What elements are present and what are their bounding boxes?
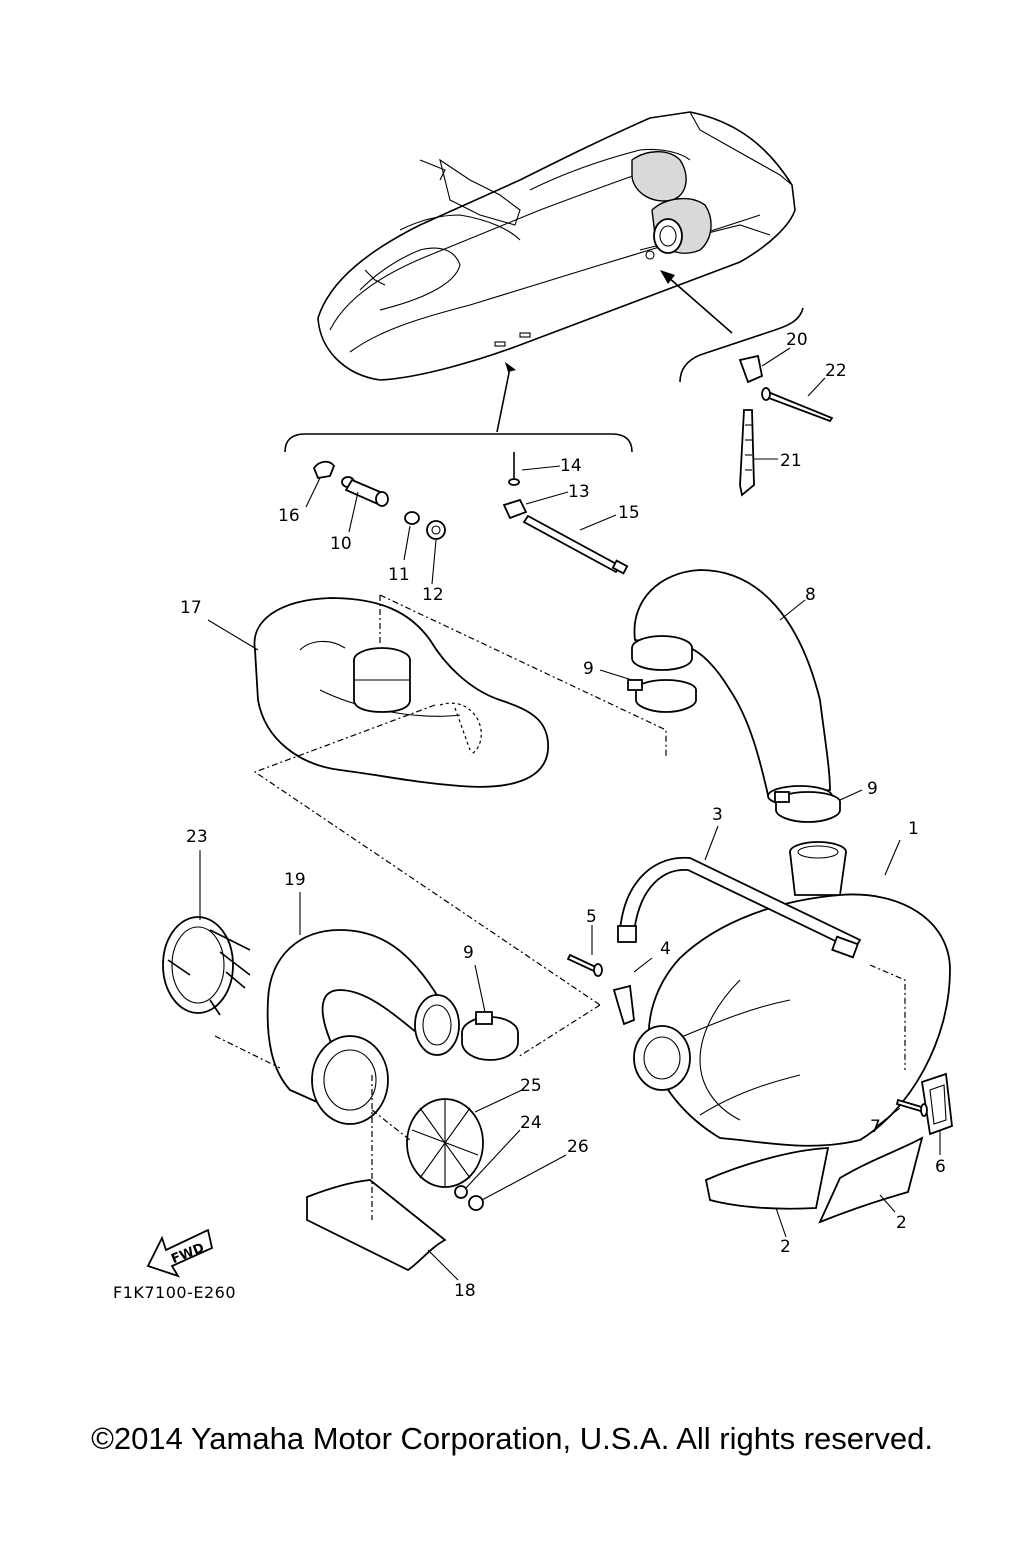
fwd-arrow-icon: FWD bbox=[146, 1228, 214, 1278]
part-23-flange bbox=[162, 916, 251, 1016]
label-24: 24 bbox=[520, 1113, 542, 1133]
part-20-holder bbox=[738, 354, 764, 384]
label-15: 15 bbox=[618, 503, 640, 523]
leader-lines bbox=[199, 347, 941, 1281]
part-26-nut bbox=[468, 1195, 484, 1211]
exhaust-highlight bbox=[631, 151, 712, 254]
label-9-upper: 9 bbox=[583, 659, 594, 679]
part-14-rivet bbox=[508, 452, 520, 486]
label-8: 8 bbox=[805, 585, 816, 605]
part-25-gasket bbox=[406, 1098, 484, 1188]
part-9-clamp-upper bbox=[627, 679, 697, 713]
assembly-lines bbox=[214, 594, 906, 1220]
part-17-chamber bbox=[253, 597, 549, 788]
part-7-screw bbox=[895, 1098, 928, 1117]
label-26: 26 bbox=[567, 1137, 589, 1157]
label-17: 17 bbox=[180, 598, 202, 618]
label-12: 12 bbox=[422, 585, 444, 605]
label-22: 22 bbox=[825, 361, 847, 381]
part-6-plate bbox=[920, 1072, 953, 1136]
label-7: 7 bbox=[870, 1117, 881, 1137]
bracket-right bbox=[679, 307, 804, 383]
label-9-right: 9 bbox=[867, 779, 878, 799]
callout-arrows bbox=[496, 270, 733, 433]
copyright-notice: ©2014 Yamaha Motor Corporation, U.S.A. A… bbox=[91, 1421, 933, 1456]
part-1-muffler bbox=[633, 841, 951, 1147]
part-2-shield-left bbox=[704, 1147, 830, 1210]
label-14: 14 bbox=[560, 456, 582, 476]
label-21: 21 bbox=[780, 451, 802, 471]
label-9-lower: 9 bbox=[463, 943, 474, 963]
label-3: 3 bbox=[712, 805, 723, 825]
part-flange-plate bbox=[311, 1035, 389, 1125]
label-2-right: 2 bbox=[896, 1213, 907, 1233]
part-8-elbow bbox=[631, 569, 833, 807]
part-10-stud bbox=[341, 476, 389, 507]
part-13-holder bbox=[502, 498, 528, 520]
part-24-washer bbox=[454, 1185, 468, 1199]
label-16: 16 bbox=[278, 506, 300, 526]
part-15-tie bbox=[522, 514, 629, 575]
label-25: 25 bbox=[520, 1076, 542, 1096]
part-4-bracket bbox=[612, 984, 635, 1026]
label-13: 13 bbox=[568, 482, 590, 502]
part-16-clip bbox=[312, 460, 336, 480]
part-2-shield-right bbox=[818, 1136, 924, 1224]
watercraft-outline bbox=[317, 111, 796, 381]
part-21-tie bbox=[739, 409, 755, 497]
label-19: 19 bbox=[284, 870, 306, 890]
label-20: 20 bbox=[786, 330, 808, 350]
label-10: 10 bbox=[330, 534, 352, 554]
label-6: 6 bbox=[935, 1157, 946, 1177]
bracket-left bbox=[284, 433, 633, 453]
label-1: 1 bbox=[908, 819, 919, 839]
drawing-code: F1K7100-E260 bbox=[113, 1283, 236, 1302]
label-11: 11 bbox=[388, 565, 410, 585]
part-9-clamp-lower bbox=[461, 1011, 519, 1061]
part-12-nut bbox=[426, 520, 446, 540]
part-18-shield bbox=[306, 1179, 447, 1272]
part-number-labels: 1 2 2 3 4 5 6 7 8 9 9 9 10 11 12 13 14 1… bbox=[180, 330, 946, 1301]
part-22-screw bbox=[761, 387, 834, 423]
part-5-bolt bbox=[566, 953, 603, 977]
part-9-clamp-right bbox=[774, 791, 841, 823]
part-3-strap bbox=[617, 856, 862, 959]
label-2-left: 2 bbox=[780, 1237, 791, 1257]
label-4: 4 bbox=[660, 939, 671, 959]
part-11-washer bbox=[404, 511, 420, 525]
label-23: 23 bbox=[186, 827, 208, 847]
label-5: 5 bbox=[586, 907, 597, 927]
label-18: 18 bbox=[454, 1281, 476, 1301]
